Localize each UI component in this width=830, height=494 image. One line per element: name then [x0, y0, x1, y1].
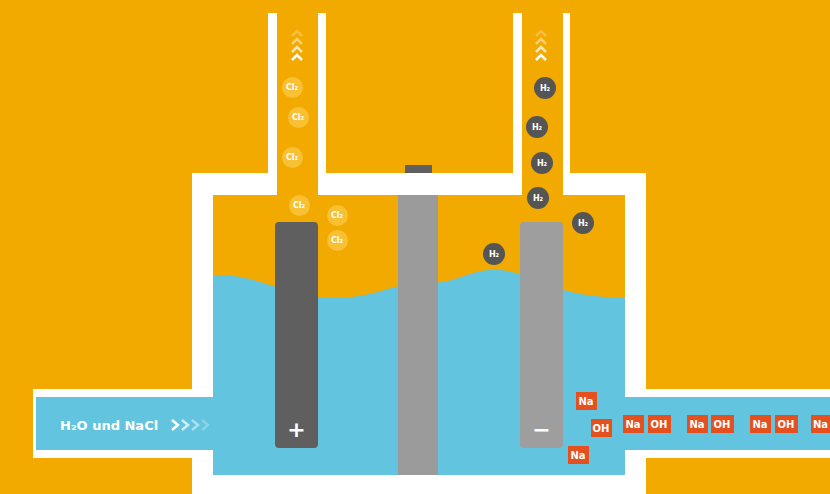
chlorine-molecule: Cl₂ [288, 107, 309, 128]
formula-text: Cl₂ [286, 83, 298, 92]
ion-box: Na [687, 415, 708, 433]
ion-box: Na [568, 446, 589, 464]
chlorine-molecule: Cl₂ [327, 230, 348, 251]
chlorine-molecule: Cl₂ [282, 147, 303, 168]
formula-text: H₂ [532, 123, 542, 132]
formula-text: Cl₂ [293, 201, 305, 210]
ion-box: OH [648, 415, 671, 433]
cathode-electrode: − [520, 222, 563, 448]
formula-text: H₂ [540, 84, 550, 93]
ion-box: Na [750, 415, 771, 433]
ion-box: OH [591, 419, 612, 437]
formula-text: Na [689, 419, 704, 430]
polarity-sign: + [287, 417, 305, 442]
formula-text: Na [813, 419, 828, 430]
formula-text: Cl₂ [286, 153, 298, 162]
flow-chevrons [172, 31, 546, 430]
gas-space [213, 0, 625, 475]
formula-text: OH [593, 423, 610, 434]
formula-text: H₂ [489, 250, 499, 259]
hydrogen-molecule: H₂ [527, 187, 549, 209]
membrane-cap [405, 165, 432, 173]
ion-box: Na [811, 415, 830, 433]
formula-text: Cl₂ [331, 236, 343, 245]
ion-box: OH [775, 415, 798, 433]
polarity-sign: − [532, 417, 550, 442]
ion-box: OH [711, 415, 734, 433]
hydrogen-molecule: H₂ [572, 212, 594, 234]
hydrogen-molecule: H₂ [531, 152, 553, 174]
inlet-text: H₂O und NaCl [60, 418, 158, 433]
formula-text: Cl₂ [331, 211, 343, 220]
anode-electrode: + [275, 222, 318, 448]
membrane [398, 195, 438, 475]
hydrogen-molecule: H₂ [534, 77, 556, 99]
hydrogen-molecule: H₂ [483, 243, 505, 265]
formula-text: H₂ [533, 194, 543, 203]
formula-text: OH [714, 419, 731, 430]
hydrogen-molecule: H₂ [526, 116, 548, 138]
formula-text: Na [752, 419, 767, 430]
formula-text: Na [570, 450, 585, 461]
formula-text: Cl₂ [292, 113, 304, 122]
formula-text: OH [651, 419, 668, 430]
chlorine-molecule: Cl₂ [289, 195, 310, 216]
formula-text: H₂ [537, 159, 547, 168]
formula-text: Na [625, 419, 640, 430]
chlorine-molecule: Cl₂ [327, 205, 348, 226]
formula-text: H₂ [578, 219, 588, 228]
formula-text: OH [778, 419, 795, 430]
ion-box: Na [623, 415, 644, 433]
inlet-label: H₂O und NaCl [60, 412, 170, 438]
ion-box: Na [576, 392, 597, 410]
chlorine-molecule: Cl₂ [282, 77, 303, 98]
cell-housing [33, 13, 830, 494]
formula-text: Na [578, 396, 593, 407]
